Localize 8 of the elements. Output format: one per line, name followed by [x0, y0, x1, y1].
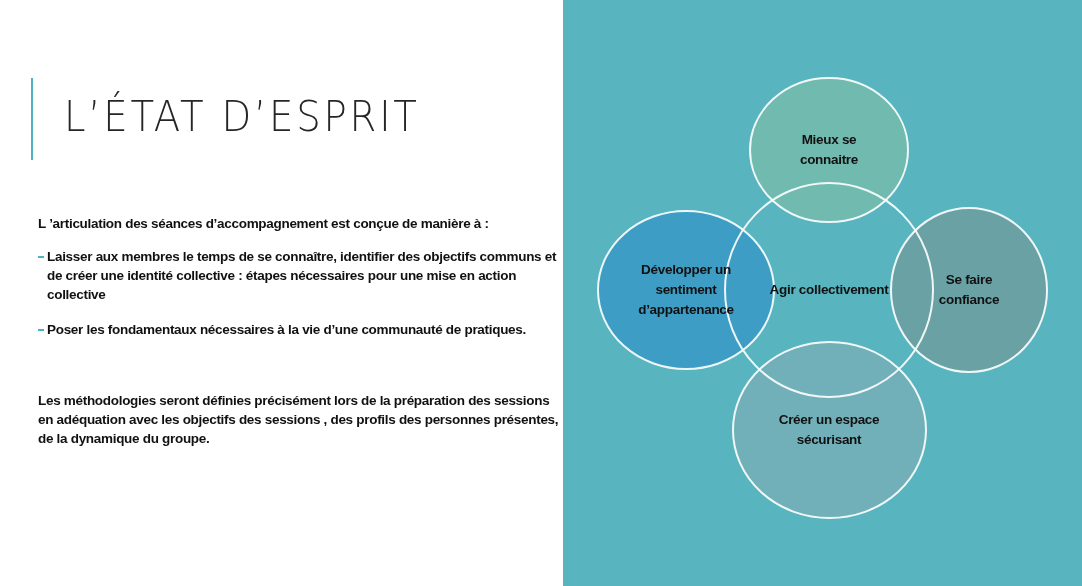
- paragraph: L ’articulation des séances d’accompagnement est conçue de manière à :: [38, 215, 490, 233]
- circle-label: Créer un espace sécurisant: [777, 411, 881, 449]
- slide-title: L’ÉTAT D’ESPRIT: [64, 92, 420, 141]
- paragraph: Les méthodologies seront définies précisément lors de la préparation des sessions en adéquation avec les objectifs des sessions , des profils des personnes présentes, de la dynamique du groupe.: [38, 392, 560, 448]
- bullet-text: Laisser aux membres le temps de se connaître, identifier des objectifs communs et de créer une identité collective : étapes nécessaires pour une mise en action collective: [47, 248, 558, 304]
- bullet-text: Poser les fondamentaux nécessaires à la vie d’une communauté de pratiques.: [47, 321, 526, 339]
- circle-label: Mieux se connaitre: [798, 131, 860, 169]
- circle-label: Se faire confiance: [937, 271, 1001, 309]
